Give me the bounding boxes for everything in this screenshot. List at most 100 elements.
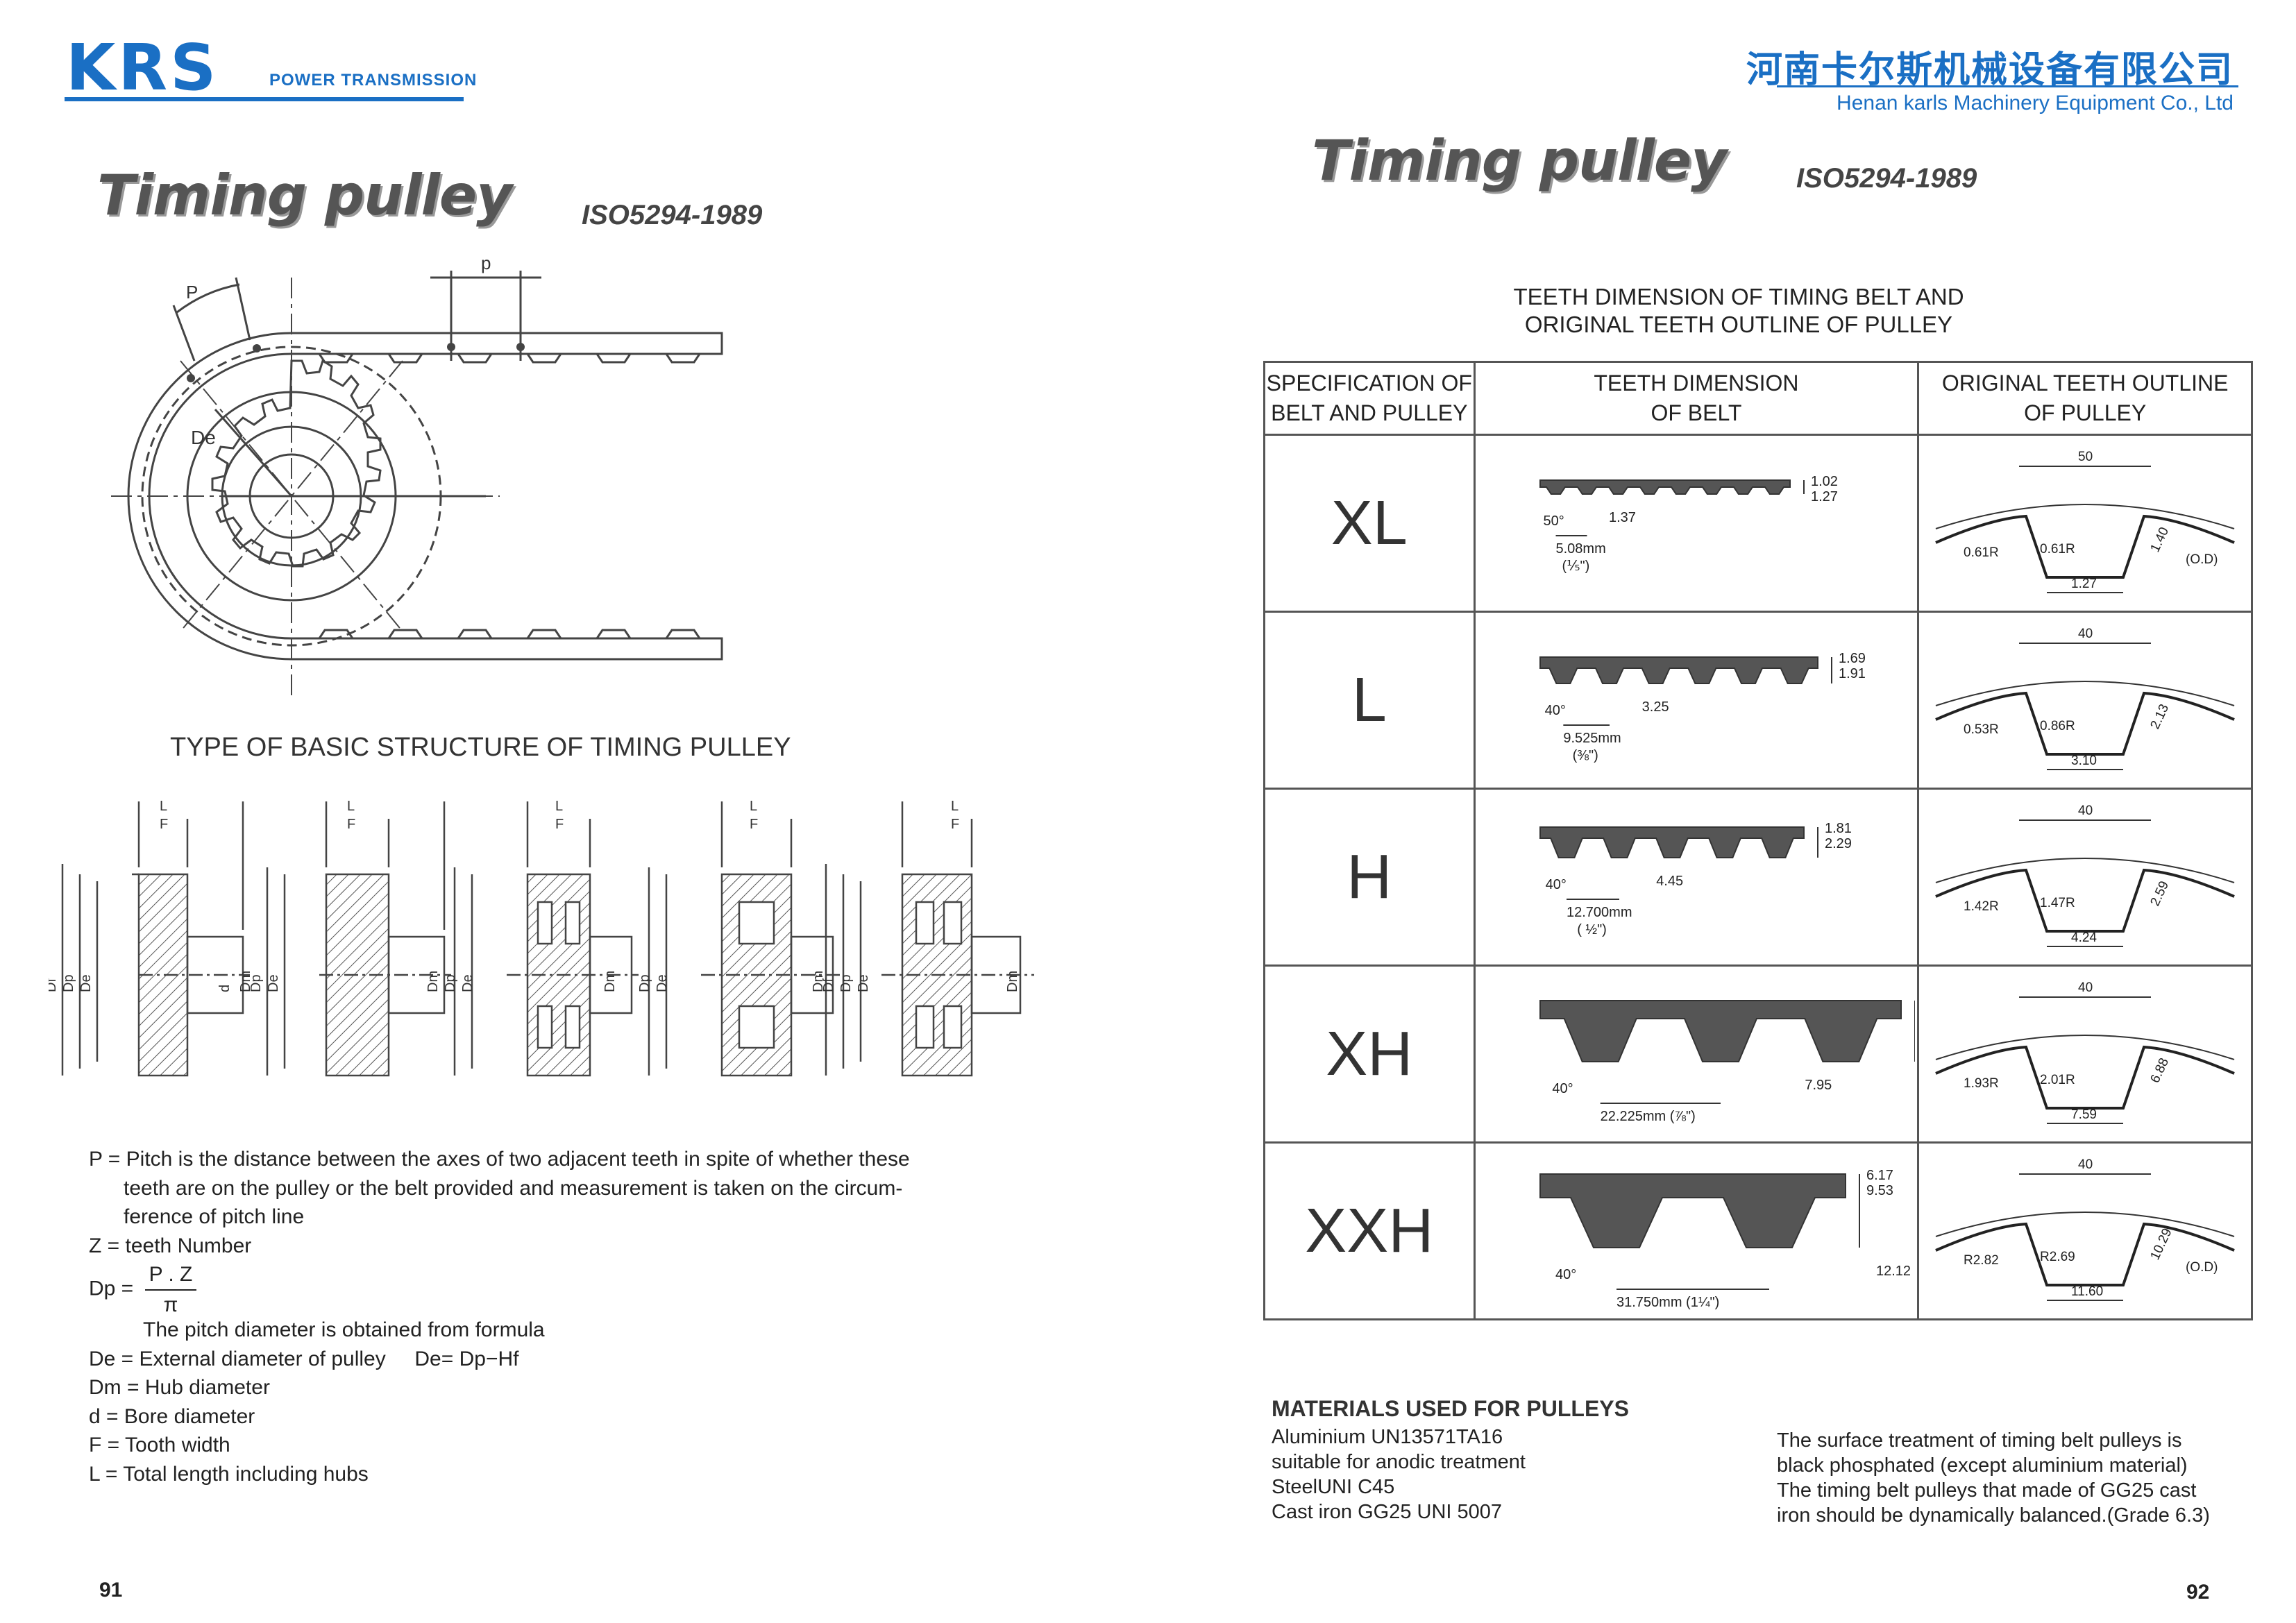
pitch-label: p xyxy=(481,253,491,273)
col-spec-line1: SPECIFICATION OF xyxy=(1266,371,1472,396)
spec-cell: XXH xyxy=(1263,1141,1476,1320)
structure-type-2 xyxy=(266,801,451,1077)
belt-dim-pitch: 12.700mm xyxy=(1567,905,1632,920)
pulley-dim-od: (O.D) xyxy=(2186,552,2218,567)
dm-label: Dm xyxy=(602,971,618,992)
pulley-dim-r2: 0.86R xyxy=(2040,719,2075,733)
spec-cell: XH xyxy=(1263,965,1476,1144)
belt-profile-drawing: 1.021.271.375.08mm(⅕")50° xyxy=(1539,474,1838,574)
belt-dim-pitch: 22.225mm (⅞") xyxy=(1601,1109,1696,1124)
l-label: L xyxy=(160,799,167,814)
structure-type-4 xyxy=(648,801,840,1077)
belt-profile-drawing: 1.691.913.259.525mm(⅜")40° xyxy=(1539,651,1866,763)
col-teeth-line2: OF BELT xyxy=(1651,400,1742,425)
def-p-line2: teeth are on the pulley or the belt prov… xyxy=(124,1176,903,1200)
l-label: L xyxy=(347,799,355,814)
pulley-dim-r1: 1.93R xyxy=(1964,1076,1999,1091)
spec-code: L xyxy=(1351,665,1387,735)
pulley-dim-top: 40 xyxy=(2078,1157,2093,1172)
pulley-dim-depth: 2.13 xyxy=(2148,702,2172,731)
table-title: TEETH DIMENSION OF TIMING BELT AND ORIGI… xyxy=(1503,283,1975,339)
structure-type-1 xyxy=(61,801,250,1077)
spec-cell: L xyxy=(1263,611,1476,790)
pulley-dim-top: 40 xyxy=(2078,804,2093,818)
belt-dim-t3: 3.25 xyxy=(1642,699,1669,715)
dm-label: Dm xyxy=(1005,971,1020,992)
pulley-belt-diagram: p P De xyxy=(111,253,723,701)
pulley-dim-top: 40 xyxy=(2078,627,2093,641)
materials-list: Aluminium UN13571TA16 suitable for anodi… xyxy=(1272,1425,1526,1524)
def-l: L = Total length including hubs xyxy=(89,1462,369,1486)
belt-dim-pitch: 31.750mm (1¼") xyxy=(1617,1295,1719,1310)
f-label: F xyxy=(750,817,758,832)
treatment-line: iron should be dynamically balanced.(Gra… xyxy=(1777,1504,2210,1527)
df-label: Df xyxy=(821,978,836,992)
company-name-cn: 河南卡尔斯机械设备有限公司 xyxy=(1746,49,2234,91)
spec-code: H xyxy=(1347,842,1392,912)
treatment-line: black phosphated (except aluminium mater… xyxy=(1777,1454,2188,1477)
belt-dim-inch: (⅕") xyxy=(1562,559,1589,574)
belt-dim-t2: 1.27 xyxy=(1811,489,1838,504)
spec-cell: H xyxy=(1263,788,1476,967)
table-title-line2: ORIGINAL TEETH OUTLINE OF PULLEY xyxy=(1524,312,1953,337)
belt-dim-t3: 4.45 xyxy=(1656,874,1683,889)
material-item: Aluminium UN13571TA16 xyxy=(1272,1426,1503,1448)
l-label: L xyxy=(951,799,959,814)
belt-dim-angle: 50° xyxy=(1543,513,1564,529)
d-label: d xyxy=(217,985,233,992)
l-label: L xyxy=(555,799,563,814)
pulley-dim-r1: 0.53R xyxy=(1964,722,1999,737)
spec-code: XH xyxy=(1326,1019,1413,1089)
belt-dim-t2: 2.29 xyxy=(1825,836,1852,851)
def-z: Z = teeth Number xyxy=(89,1234,252,1257)
belt-dim-inch: (⅜") xyxy=(1573,748,1598,763)
df-label: Df xyxy=(49,978,59,992)
pulley-dim-r2: 2.01R xyxy=(2040,1073,2075,1087)
dp-numerator: P . Z xyxy=(144,1260,197,1291)
structure-types-diagram: L F L F L F L F L F Df Dp De d Dm Dp De … xyxy=(49,799,1034,1077)
f-label: F xyxy=(160,817,168,832)
dp-label: Dp xyxy=(248,974,264,992)
belt-dim-angle: 40° xyxy=(1552,1081,1573,1096)
def-p-line1: P = Pitch is the distance between the ax… xyxy=(89,1148,910,1171)
pulley-dim-depth: 6.88 xyxy=(2148,1055,2172,1085)
pulley-dim-od: (O.D) xyxy=(2186,1260,2218,1275)
dp-label: Dp xyxy=(838,974,854,992)
structure-type-5 xyxy=(825,801,1034,1077)
iso-standard-left: ISO5294-1989 xyxy=(582,200,763,230)
logo-subtitle: POWER TRANSMISSION xyxy=(269,71,478,90)
company-divider xyxy=(1777,85,2238,87)
pulley-dim-r1: 1.42R xyxy=(1964,899,1999,914)
belt-dim-angle: 40° xyxy=(1555,1267,1576,1282)
belt-dim-t3: 7.95 xyxy=(1805,1078,1832,1093)
def-dp-note: The pitch diameter is obtained from form… xyxy=(143,1318,545,1341)
dp-label: Dp xyxy=(637,974,652,992)
krs-logo: KRS xyxy=(66,31,219,105)
pulley-dim-top: 40 xyxy=(2078,980,2093,995)
dp-label: Dp xyxy=(61,974,76,992)
pulley-dim-depth: 1.40 xyxy=(2148,525,2172,554)
belt-dim-t1: 1.69 xyxy=(1839,651,1866,666)
de-label: De xyxy=(191,427,216,448)
dp-label: Dp = xyxy=(89,1277,134,1300)
belt-dim-t1: 6.17 xyxy=(1866,1168,1893,1183)
def-p-line3: ference of pitch line xyxy=(124,1205,305,1228)
pulley-dim-r1: 0.61R xyxy=(1964,545,1999,560)
belt-dim-angle: 40° xyxy=(1545,703,1566,718)
